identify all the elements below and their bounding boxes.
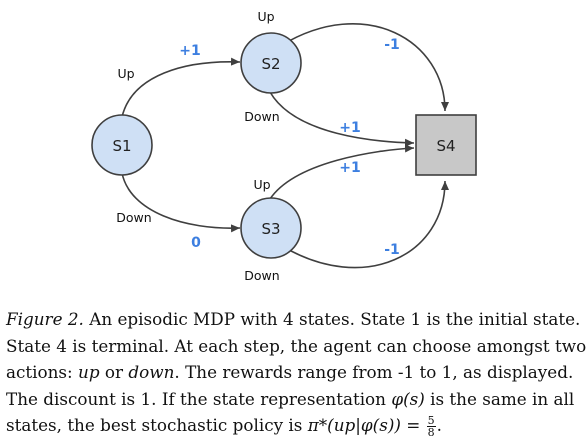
figure-caption: Figure 2. An episodic MDP with 4 states.… (6, 306, 586, 439)
edge-s1-s3 (121, 172, 241, 233)
reward-label-s1-up: +1 (179, 43, 200, 59)
caption-text-4b: is the same in all (424, 388, 575, 409)
edge-s1-s2 (121, 57, 241, 118)
caption-line-2: State 4 is terminal. At each step, the a… (6, 335, 586, 356)
action-label-s2-up: Up (257, 9, 274, 24)
mdp-diagram: S1 S2 S3 S4 Up Down Up Down Up Down +1 0… (91, 9, 477, 283)
state-s2-label: S2 (261, 55, 280, 73)
state-s2-circle (240, 32, 302, 94)
caption-text-3b: or (99, 362, 129, 382)
caption-up: up (78, 362, 100, 382)
figure-label: Figure 2. (6, 309, 84, 329)
caption-line-1: Figure 2. An episodic MDP with 4 states.… (6, 306, 580, 333)
caption-text-5a: states, the best stochastic policy is (6, 415, 308, 435)
reward-label-s2-down: +1 (339, 120, 360, 136)
reward-label-s1-down: 0 (191, 235, 201, 251)
caption-line-4: The discount is 1. If the state represen… (6, 386, 574, 413)
fraction-numerator: 5 (426, 414, 436, 427)
action-label-s1-up: Up (117, 66, 134, 81)
state-s1-circle (91, 114, 153, 176)
caption-text-5-end: . (436, 415, 442, 435)
state-s3-label: S3 (261, 220, 280, 238)
action-label-s3-down: Down (244, 268, 279, 283)
action-label-s3-up: Up (253, 177, 270, 192)
caption-text-1: An episodic MDP with 4 states. State 1 i… (89, 309, 581, 329)
state-s4-box (415, 114, 477, 176)
caption-down: down (128, 362, 175, 382)
caption-phi: φ(s) (391, 388, 425, 409)
caption-text-3a: actions: (6, 362, 79, 382)
edge-s2-s4-up (281, 22, 449, 112)
edge-s3-s4-up (269, 144, 415, 200)
state-s3-circle (240, 197, 302, 259)
reward-label-s2-up: -1 (384, 37, 400, 53)
fraction-denominator: 8 (427, 426, 435, 439)
caption-policy: π*(up|φ(s)) = (307, 415, 426, 435)
state-s4-label: S4 (436, 137, 455, 155)
edge-s2-s4-down (269, 91, 415, 147)
edge-s3-s4-down (281, 180, 449, 269)
action-label-s1-down: Down (116, 210, 151, 225)
reward-label-s3-up: +1 (339, 160, 360, 176)
caption-line-3: actions: up or down. The rewards range f… (6, 359, 573, 386)
reward-label-s3-down: -1 (384, 242, 400, 258)
caption-text-4a: The discount is 1. If the state represen… (6, 388, 392, 409)
caption-text-3c: . The rewards range from -1 to 1, as dis… (174, 362, 574, 382)
action-label-s2-down: Down (244, 109, 279, 124)
caption-line-5: states, the best stochastic policy is π*… (6, 412, 568, 439)
state-s1-label: S1 (112, 137, 131, 155)
